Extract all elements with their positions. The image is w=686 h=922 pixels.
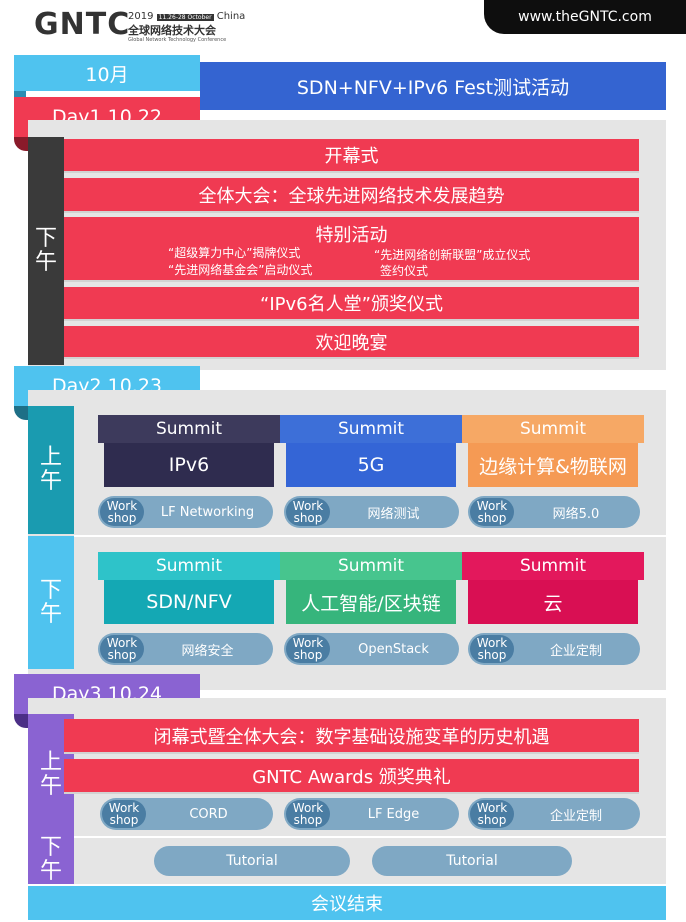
special-sub-1: “超级算力中心”揭牌仪式 — [168, 246, 301, 260]
day3-afternoon-side: 下 午 — [28, 836, 74, 884]
month-label: 10月 — [85, 63, 129, 86]
summit-edge-iot-top: Summit — [462, 415, 644, 443]
special-sub-4: 签约仪式 — [380, 264, 429, 278]
day2-tab-fold — [14, 404, 30, 420]
ipv6-award: “IPv6名人堂”颁奖仪式 — [64, 287, 639, 319]
summit-sdn-nfv-top: Summit — [98, 552, 280, 580]
day2-afternoon-side: 下 午 — [28, 536, 74, 669]
summit-5g-body: 5G — [286, 443, 456, 487]
opening-ceremony: 开幕式 — [64, 139, 639, 171]
fest-banner: SDN+NFV+IPv6 Fest测试活动 — [200, 62, 666, 110]
summit-ipv6-body: IPv6 — [104, 443, 274, 487]
website-url: www.theGNTC.com — [518, 9, 652, 25]
summit-5g-top: Summit — [280, 415, 462, 443]
logo-year: 2019 — [128, 11, 154, 22]
tutorial-2: Tutorial — [372, 846, 572, 876]
day3-row-divider — [74, 836, 666, 838]
logo-text: GNTC — [34, 7, 131, 42]
conference-end-bar: 会议结束 — [28, 886, 666, 920]
logo-date-badge: 11.26-28 October — [156, 14, 214, 21]
plenary-session: 全体大会：全球先进网络技术发展趋势 — [64, 178, 639, 211]
welcome-banquet: 欢迎晚宴 — [64, 326, 639, 357]
special-sub-3: “先进网络创新联盟”成立仪式 — [374, 248, 531, 262]
header: GNTC 2019 11.26-28 October China 全球网络技术大… — [0, 0, 686, 44]
conference-end-label: 会议结束 — [311, 894, 383, 915]
logo-meta: 2019 11.26-28 October China 全球网络技术大会 Glo… — [128, 11, 248, 43]
special-sub-2: “先进网络基金会”启动仪式 — [168, 263, 313, 277]
website-pill[interactable]: www.theGNTC.com — [484, 0, 686, 34]
day2-morning-side: 上 午 — [28, 406, 74, 534]
tutorial-1: Tutorial — [154, 846, 350, 876]
special-events-title: 特别活动 — [315, 225, 388, 246]
summit-cloud: Summit 云 — [462, 552, 644, 624]
month-tab-stem — [14, 91, 26, 97]
day1-tab-fold — [14, 135, 30, 151]
summit-ipv6: Summit IPv6 — [98, 415, 280, 487]
month-tab: 10月 — [14, 55, 200, 91]
day2-row-divider — [74, 535, 666, 537]
summit-sdn-nfv-body: SDN/NFV — [104, 580, 274, 624]
summit-cloud-body: 云 — [468, 580, 638, 624]
logo-en-subtitle: Global Network Technology Conference — [128, 37, 227, 43]
summit-cloud-top: Summit — [462, 552, 644, 580]
summit-sdn-nfv: Summit SDN/NFV — [98, 552, 280, 624]
special-events: 特别活动 “超级算力中心”揭牌仪式 “先进网络基金会”启动仪式 “先进网络创新联… — [64, 217, 639, 280]
closing-plenary: 闭幕式暨全体大会：数字基础设施变革的历史机遇 — [64, 719, 639, 752]
gntc-logo: GNTC — [34, 10, 129, 40]
summit-ai-blockchain: Summit 人工智能/区块链 — [280, 552, 462, 624]
summit-edge-iot: Summit 边缘计算&物联网 — [462, 415, 644, 487]
summit-ipv6-top: Summit — [98, 415, 280, 443]
gntc-awards: GNTC Awards 颁奖典礼 — [64, 759, 639, 792]
summit-edge-iot-body: 边缘计算&物联网 — [468, 443, 638, 487]
summit-5g: Summit 5G — [280, 415, 462, 487]
day1-afternoon-side: 下 午 — [28, 137, 64, 365]
summit-ai-blockchain-body: 人工智能/区块链 — [286, 580, 456, 624]
logo-country: China — [216, 11, 246, 22]
fest-banner-text: SDN+NFV+IPv6 Fest测试活动 — [296, 76, 570, 99]
logo-cn-title: 全球网络技术大会 — [128, 24, 216, 37]
summit-ai-blockchain-top: Summit — [280, 552, 462, 580]
day3-tab-fold — [14, 712, 30, 728]
